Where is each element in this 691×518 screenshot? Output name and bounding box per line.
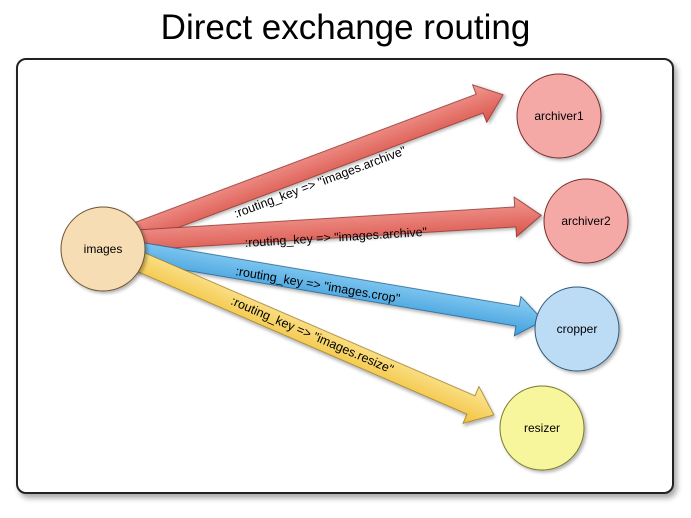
node-images-label: images xyxy=(84,242,123,256)
node-archiver1: archiver1 xyxy=(516,73,602,159)
arrow-archive1-shape xyxy=(133,84,504,242)
node-cropper-label: cropper xyxy=(557,322,598,336)
node-archiver2-label: archiver2 xyxy=(561,214,611,228)
arrow-crop-shape xyxy=(135,241,544,337)
arrow-resize-shape xyxy=(131,250,495,424)
node-resizer: resizer xyxy=(499,385,585,471)
arrow-images-to-resizer: :routing_key => "images.resize" xyxy=(131,250,495,424)
node-archiver2: archiver2 xyxy=(543,178,629,264)
node-images: images xyxy=(60,206,146,292)
arrow-resize-label: :routing_key => "images.resize" xyxy=(229,294,396,377)
node-cropper: cropper xyxy=(534,286,620,372)
arrow-archive2-shape xyxy=(136,196,542,251)
node-resizer-label: resizer xyxy=(524,421,560,435)
arrow-images-to-archiver2: :routing_key => "images.archive" xyxy=(136,196,542,251)
node-archiver1-label: archiver1 xyxy=(534,109,584,123)
diagram-title: Direct exchange routing xyxy=(160,8,531,47)
